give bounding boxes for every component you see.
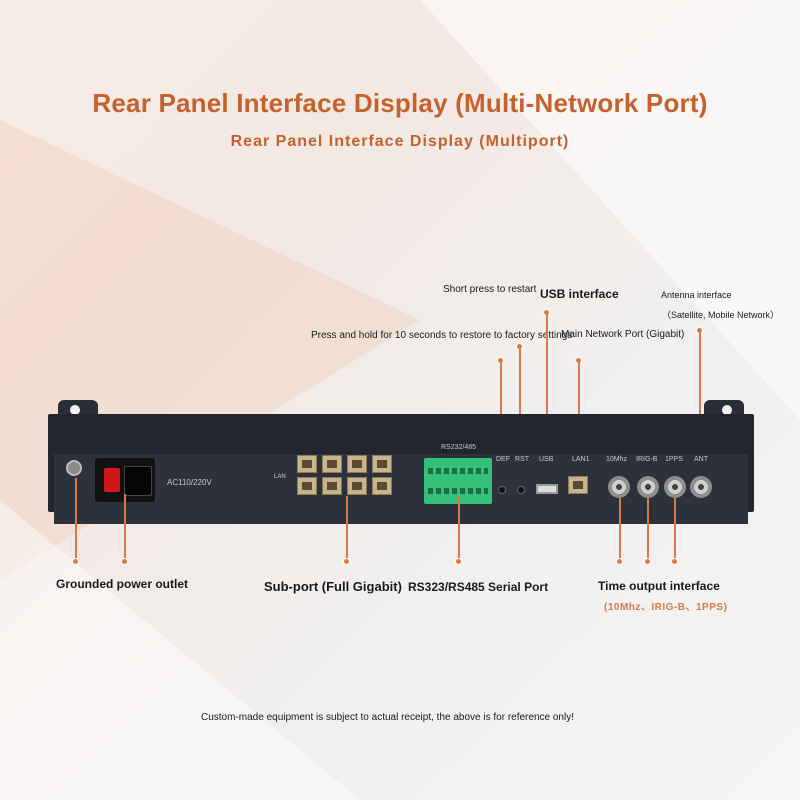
background-shape [0, 500, 360, 800]
lan-port[interactable] [297, 455, 317, 473]
lan-port[interactable] [297, 477, 317, 495]
pointer-line [458, 496, 460, 560]
subport-label: Sub-port (Full Gigabit) [264, 579, 402, 594]
lan-group-label: LAN [274, 474, 286, 480]
pps-label: 1PPS [665, 456, 683, 463]
iec-power-inlet[interactable] [124, 466, 152, 496]
usb-port[interactable] [536, 484, 558, 494]
antenna-label: Antenna interface [661, 290, 732, 300]
rst-label: RST [515, 456, 529, 463]
lan-port[interactable] [347, 455, 367, 473]
pointer-line [674, 498, 676, 560]
factory-reset-label: Press and hold for 10 seconds to restore… [311, 330, 573, 341]
pointer-line [546, 314, 548, 434]
irig-label: IRIG-B [636, 456, 658, 463]
pointer-line [699, 332, 701, 472]
usb-panel-label: USB [539, 456, 554, 463]
grounded-outlet-label: Grounded power outlet [56, 577, 188, 591]
time-output-sub-label: (10Mhz、IRIG-B、1PPS) [604, 602, 728, 613]
pointer-line [75, 478, 77, 560]
pointer-dot [616, 558, 623, 565]
serial-port-label: RS323/RS485 Serial Port [408, 580, 549, 594]
lan-port[interactable] [372, 477, 392, 495]
pointer-dot [343, 558, 350, 565]
device-chassis [48, 400, 754, 524]
antenna-sub-label: （Satellite, Mobile Network） [662, 310, 780, 320]
lan-port[interactable] [347, 477, 367, 495]
rst-button[interactable] [517, 486, 525, 494]
antenna-connector[interactable] [690, 476, 712, 498]
short-press-label: Short press to restart [443, 284, 537, 295]
rs-label: RS232/485 [441, 444, 477, 451]
pointer-dot [121, 558, 128, 565]
time-output-label: Time output interface [598, 579, 720, 593]
pointer-line [647, 498, 649, 560]
pointer-line [124, 494, 126, 560]
bnc-irig-connector[interactable] [637, 476, 659, 498]
device-body [48, 414, 754, 524]
def-button[interactable] [498, 486, 506, 494]
usb-label: USB interface [540, 287, 619, 301]
power-rating-label: AC110/220V [167, 478, 212, 487]
pointer-line [519, 348, 521, 434]
pointer-dot [644, 558, 651, 565]
ant-label: ANT [694, 456, 708, 463]
disclaimer-text: Custom-made equipment is subject to actu… [201, 712, 574, 723]
def-label: DEF [496, 456, 510, 463]
pointer-dot [72, 558, 79, 565]
lan-port[interactable] [372, 455, 392, 473]
lan-port[interactable] [322, 477, 342, 495]
lan1-port[interactable] [568, 476, 588, 494]
subtitle: Rear Panel Interface Display (Multiport) [230, 133, 570, 150]
pointer-dot [455, 558, 462, 565]
mhz-label: 10Mhz [606, 456, 628, 463]
main-port-label: Main Network Port (Gigabit) [561, 329, 685, 340]
bnc-10mhz-connector[interactable] [608, 476, 630, 498]
lan-port[interactable] [322, 455, 342, 473]
pointer-line [346, 496, 348, 560]
pointer-dot [671, 558, 678, 565]
lan1-label: LAN1 [572, 456, 590, 463]
power-switch[interactable] [104, 468, 120, 492]
pointer-line [619, 498, 621, 560]
ground-screw [66, 460, 82, 476]
background-shape [420, 0, 800, 420]
pointer-line [500, 362, 502, 434]
rear-panel [54, 454, 748, 524]
main-title: Rear Panel Interface Display (Multi-Netw… [92, 88, 708, 118]
bnc-1pps-connector[interactable] [664, 476, 686, 498]
